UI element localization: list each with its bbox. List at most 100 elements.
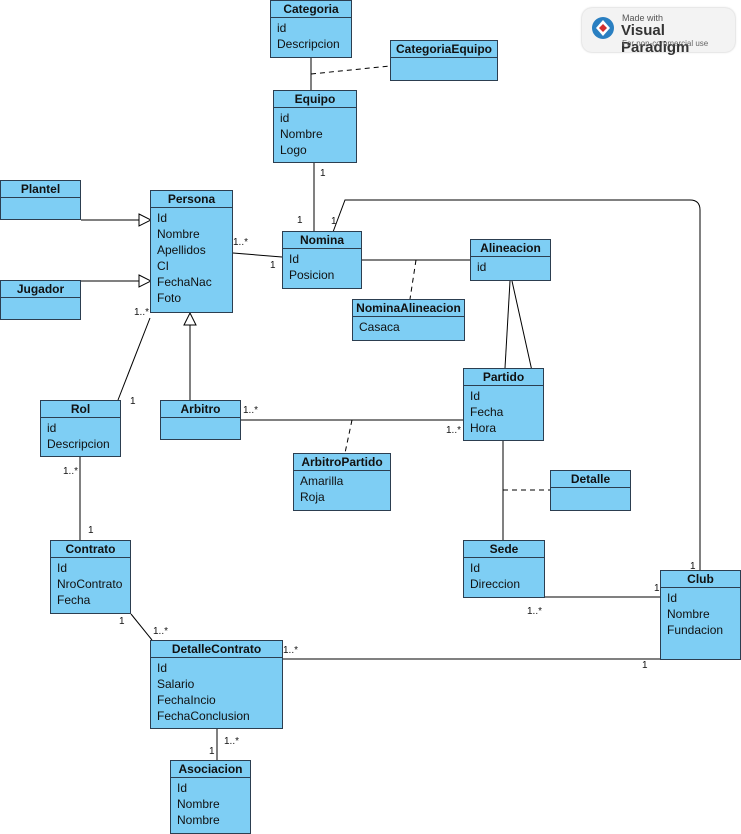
class-title: Contrato xyxy=(51,541,130,558)
class-title: CategoriaEquipo xyxy=(391,41,497,58)
class-title: Plantel xyxy=(1,181,80,198)
class-title: NominaAlineacion xyxy=(353,300,464,317)
multiplicity-label: 1..* xyxy=(233,237,249,248)
edge-persona-rol xyxy=(117,317,151,401)
multiplicity-label: 1..* xyxy=(134,307,150,318)
attr: id xyxy=(477,260,487,274)
attr: Id xyxy=(157,211,168,225)
class-attributes: id Nombre Logo xyxy=(274,108,356,160)
multiplicity-label: 1 xyxy=(297,215,303,226)
attr: Id xyxy=(667,591,678,605)
edge-nomina-club xyxy=(332,199,701,570)
attr: FechaIncio xyxy=(157,693,216,707)
class-nominaalineacion[interactable]: NominaAlineacion Casaca xyxy=(352,299,465,341)
class-categoriaequipo[interactable]: CategoriaEquipo xyxy=(390,40,498,81)
edge-persona-nomina xyxy=(232,252,283,258)
class-title: Detalle xyxy=(551,471,630,488)
visual-paradigm-logo-icon xyxy=(592,17,614,39)
multiplicity-label: 1 xyxy=(690,561,696,572)
attr: Descripcion xyxy=(47,437,110,451)
class-jugador[interactable]: Jugador xyxy=(0,280,81,320)
attr: id xyxy=(277,21,287,35)
multiplicity-label: 1 xyxy=(88,525,94,536)
class-title: Alineacion xyxy=(471,240,550,257)
attr: Id xyxy=(470,561,481,575)
multiplicity-label: 1 xyxy=(130,396,136,407)
class-attributes: Id Salario FechaIncio FechaConclusion xyxy=(151,658,282,726)
attr: Id xyxy=(289,252,300,266)
attr: Nombre xyxy=(157,227,200,241)
attr: Fecha xyxy=(57,593,91,607)
multiplicity-label: 1 xyxy=(331,216,337,227)
class-attributes: id Descripcion xyxy=(41,418,120,454)
class-attributes: Id Direccion xyxy=(464,558,544,594)
class-attributes: id xyxy=(471,257,550,277)
attr: Casaca xyxy=(359,320,400,334)
class-alineacion[interactable]: Alineacion id xyxy=(470,239,551,281)
attr: Id xyxy=(157,661,168,675)
class-arbitro[interactable]: Arbitro xyxy=(160,400,241,440)
watermark-brand: Visual Paradigm xyxy=(621,22,690,56)
class-detalle[interactable]: Detalle xyxy=(550,470,631,511)
attr: Id xyxy=(470,389,481,403)
class-title: Sede xyxy=(464,541,544,558)
edge-categoria-equipo-assoc xyxy=(310,65,391,75)
class-partido[interactable]: Partido Id Fecha Hora xyxy=(463,368,544,441)
multiplicity-label: 1 xyxy=(209,746,215,757)
class-title: Rol xyxy=(41,401,120,418)
attr: Id xyxy=(177,781,188,795)
attr: Fundacion xyxy=(667,623,724,637)
visual-paradigm-watermark: Made with Visual Paradigm For non-commer… xyxy=(582,8,735,56)
class-categoria[interactable]: Categoria id Descripcion xyxy=(270,0,352,58)
class-attributes: Casaca xyxy=(353,317,464,337)
attr: Foto xyxy=(157,291,182,305)
multiplicity-label: 1 xyxy=(270,260,276,271)
multiplicity-label: 1 xyxy=(119,616,125,627)
class-detallecontrato[interactable]: DetalleContrato Id Salario FechaIncio Fe… xyxy=(150,640,283,729)
class-attributes: Id Nombre Nombre xyxy=(171,778,250,830)
multiplicity-label: 1 xyxy=(320,168,326,179)
class-sede[interactable]: Sede Id Direccion xyxy=(463,540,545,598)
attr: Salario xyxy=(157,677,195,691)
class-attributes: Id NroContrato Fecha xyxy=(51,558,130,610)
watermark-made-with: Made with xyxy=(622,13,664,23)
watermark-note: For non-commercial use xyxy=(622,39,709,48)
attr: Nombre xyxy=(177,813,220,827)
attr: FechaConclusion xyxy=(157,709,250,723)
class-arbitropartido[interactable]: ArbitroPartido Amarilla Roja xyxy=(293,453,391,511)
multiplicity-label: 1..* xyxy=(224,736,240,747)
multiplicity-label: 1..* xyxy=(283,645,299,656)
attr: Nombre xyxy=(667,607,710,621)
attr: Hora xyxy=(470,421,497,435)
class-title: Asociacion xyxy=(171,761,250,778)
attr: Amarilla xyxy=(300,474,344,488)
attr: Logo xyxy=(280,143,307,157)
multiplicity-label: 1..* xyxy=(243,405,259,416)
class-asociacion[interactable]: Asociacion Id Nombre Nombre xyxy=(170,760,251,834)
class-title: Partido xyxy=(464,369,543,386)
class-title: Persona xyxy=(151,191,232,208)
class-contrato[interactable]: Contrato Id NroContrato Fecha xyxy=(50,540,131,614)
multiplicity-label: 1..* xyxy=(153,626,169,637)
attr: id xyxy=(280,111,290,125)
multiplicity-label: 1 xyxy=(654,583,660,594)
class-club[interactable]: Club Id Nombre Fundacion xyxy=(660,570,741,660)
class-attributes: Amarilla Roja xyxy=(294,471,390,507)
class-rol[interactable]: Rol id Descripcion xyxy=(40,400,121,457)
class-nomina[interactable]: Nomina Id Posicion xyxy=(282,231,362,289)
class-attributes: id Descripcion xyxy=(271,18,351,54)
class-title: Jugador xyxy=(1,281,80,298)
class-attributes: Id Fecha Hora xyxy=(464,386,543,438)
edge-arbitro-partido-assoc xyxy=(344,419,353,454)
attr: CI xyxy=(157,259,169,273)
class-plantel[interactable]: Plantel xyxy=(0,180,81,220)
class-attributes: Id Nombre Apellidos CI FechaNac Foto xyxy=(151,208,232,308)
class-equipo[interactable]: Equipo id Nombre Logo xyxy=(273,90,357,163)
class-title: Arbitro xyxy=(161,401,240,418)
class-title: ArbitroPartido xyxy=(294,454,390,471)
attr: id xyxy=(47,421,57,435)
attr: NroContrato xyxy=(57,577,123,591)
multiplicity-label: 1..* xyxy=(527,606,543,617)
class-persona[interactable]: Persona Id Nombre Apellidos CI FechaNac … xyxy=(150,190,233,313)
class-attributes: Id Posicion xyxy=(283,249,361,285)
